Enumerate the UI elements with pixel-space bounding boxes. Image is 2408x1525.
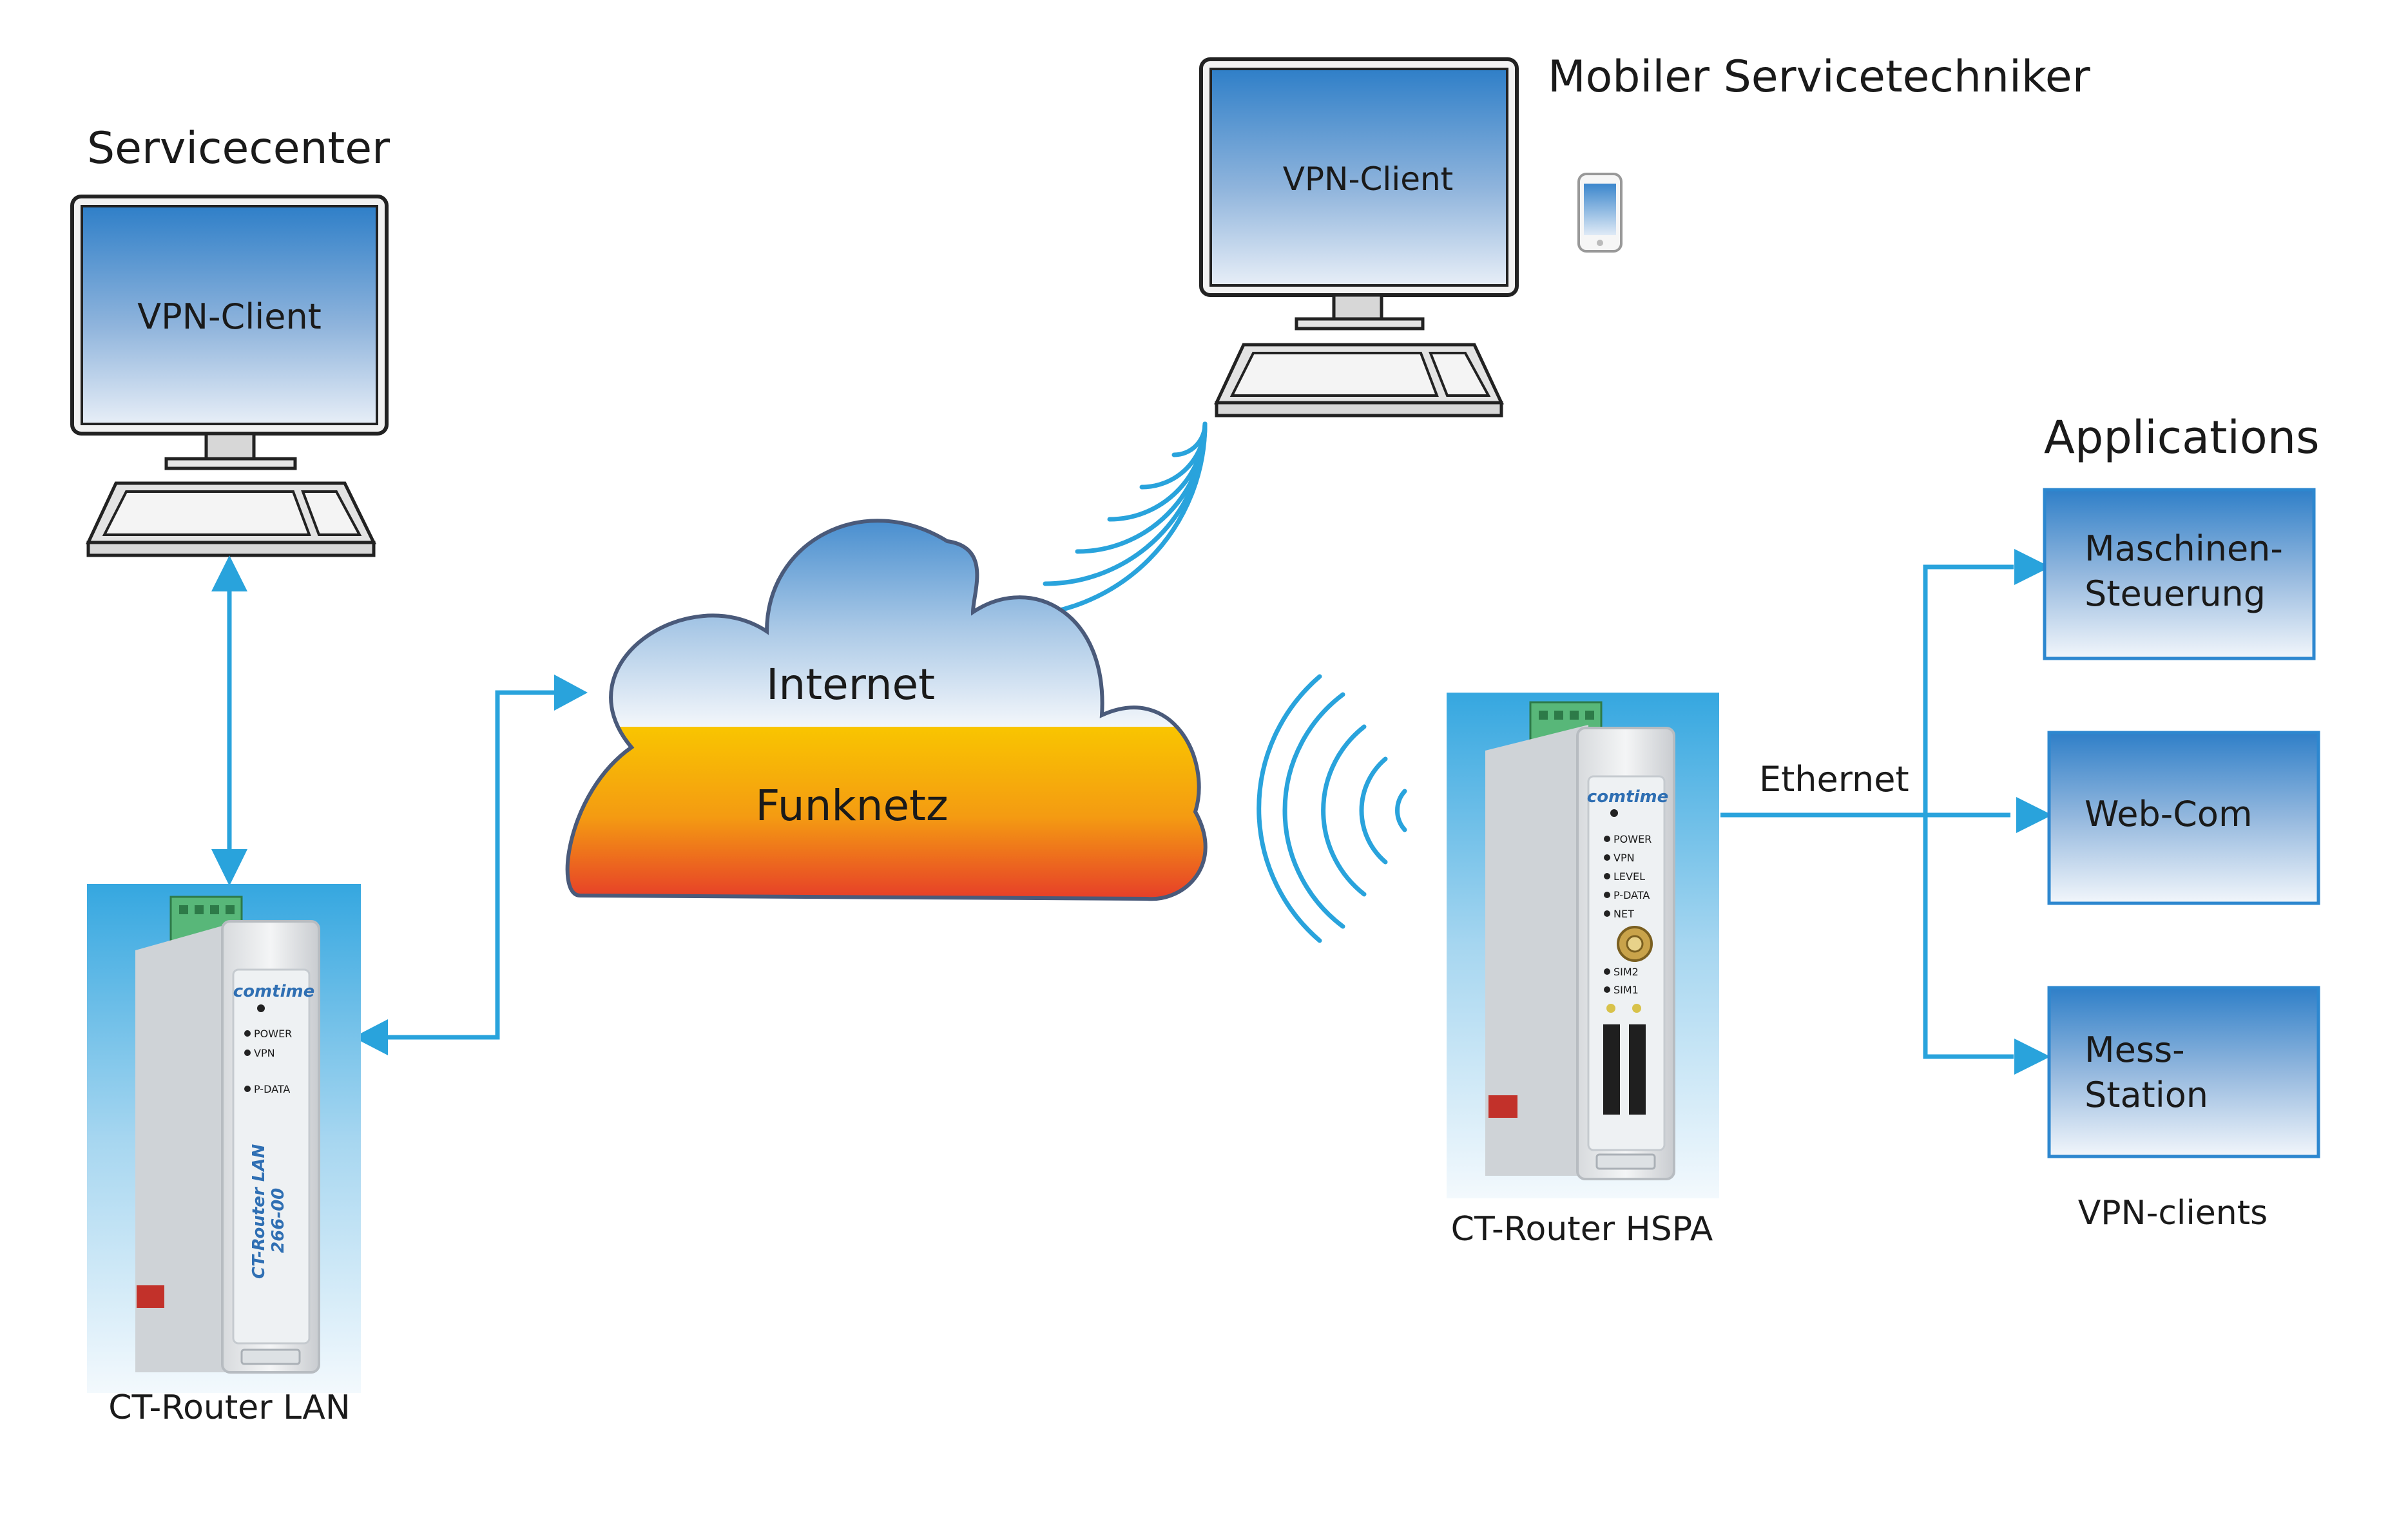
keyboard-keys bbox=[102, 490, 311, 536]
servicecenter-screen-label: VPN-Client bbox=[137, 296, 322, 337]
antenna-connector-icon bbox=[1617, 926, 1653, 962]
router-hspa: comtime POWER VPN LEVEL P-DATA NET SIM2 … bbox=[1447, 693, 1719, 1249]
router-model-line1: CT-Router LAN bbox=[249, 1144, 269, 1279]
sim-led bbox=[1606, 1004, 1615, 1013]
keyboard-numpad bbox=[1429, 352, 1491, 397]
monitor-screen bbox=[1209, 68, 1508, 287]
monitor-base bbox=[1295, 317, 1425, 331]
wireless-signal-icon bbox=[1010, 421, 1208, 619]
router-front-inner bbox=[1587, 775, 1666, 1151]
router-housing-side bbox=[1485, 725, 1588, 1176]
router-led-label: POWER bbox=[1613, 833, 1652, 845]
app-box-web-com: Web-Com bbox=[2047, 731, 2320, 905]
router-lan: comtime POWER VPN P-DATA CT-Router LAN 2… bbox=[87, 884, 361, 1427]
monitor-base bbox=[164, 457, 297, 470]
router-hspa-caption: CT-Router HSPA bbox=[1451, 1210, 1713, 1249]
router-sim-label: SIM2 bbox=[1613, 966, 1639, 978]
router-bottom-latch bbox=[1595, 1153, 1656, 1170]
router-red-clip bbox=[137, 1285, 164, 1308]
app-label-line1: Mess- bbox=[2085, 1030, 2185, 1070]
arrow-right-icon bbox=[2014, 1039, 2050, 1075]
terminal-screws bbox=[1539, 711, 1594, 720]
mobile-screen-label: VPN-Client bbox=[1283, 160, 1454, 198]
router-brand: comtime bbox=[1587, 787, 1668, 807]
applications: Applications Maschinen- Steuerung Web-Co… bbox=[2043, 411, 2320, 1232]
app-box-mess-station: Mess- Station bbox=[2047, 986, 2320, 1158]
router-sim-label: SIM1 bbox=[1613, 984, 1639, 996]
router-led-label: VPN bbox=[1613, 852, 1635, 864]
sim-labels: SIM2 SIM1 bbox=[1604, 966, 1639, 996]
servicecenter-computer: Servicecenter VPN-Client bbox=[70, 123, 390, 557]
router-housing-side bbox=[135, 921, 238, 1372]
arrow-right-icon bbox=[2014, 549, 2050, 585]
wireless-signal-icon bbox=[1257, 674, 1407, 943]
arrow-up-icon bbox=[211, 555, 247, 591]
router-led-list: POWER VPN P-DATA bbox=[244, 1028, 292, 1095]
arrow-right-icon bbox=[554, 675, 588, 711]
link-app-bus bbox=[1923, 564, 2014, 1059]
arrow-right-icon bbox=[2016, 797, 2052, 833]
router-lan-caption: CT-Router LAN bbox=[108, 1388, 351, 1427]
router-led-label: P-DATA bbox=[254, 1083, 290, 1095]
link-router-cloud bbox=[380, 690, 567, 1040]
sim-slot bbox=[1629, 1024, 1646, 1115]
cloud-funknetz-label: Funknetz bbox=[755, 781, 948, 830]
router-model-line2: 266-00 bbox=[269, 1188, 288, 1253]
smartphone-icon bbox=[1577, 173, 1623, 253]
monitor-neck bbox=[1332, 293, 1383, 323]
vpn-clients-label: VPN-clients bbox=[2078, 1194, 2268, 1232]
router-led-label: POWER bbox=[254, 1028, 292, 1040]
mobile-computer: Mobiler Servicetechniker VPN-Client bbox=[1199, 52, 2090, 417]
sim-led bbox=[1632, 1004, 1641, 1013]
arrow-down-icon bbox=[211, 849, 247, 886]
monitor-neck bbox=[204, 432, 256, 463]
keyboard-front bbox=[86, 541, 376, 557]
keyboard-numpad bbox=[301, 490, 362, 536]
keyboard-keys bbox=[1229, 352, 1439, 397]
router-led-label: NET bbox=[1613, 908, 1634, 920]
sim-slot bbox=[1603, 1024, 1620, 1115]
applications-label: Applications bbox=[2044, 411, 2320, 464]
servicecenter-label: Servicecenter bbox=[87, 123, 390, 174]
monitor-screen bbox=[81, 205, 378, 425]
app-label-line1: Maschinen- bbox=[2085, 528, 2283, 569]
keyboard-front bbox=[1215, 401, 1503, 417]
app-label-line2: Station bbox=[2085, 1075, 2208, 1115]
connections bbox=[227, 564, 2014, 1059]
mobile-technician-label: Mobiler Servicetechniker bbox=[1548, 52, 2090, 102]
router-front-inner bbox=[232, 968, 311, 1345]
app-box-maschinen-steuerung: Maschinen- Steuerung bbox=[2043, 488, 2316, 660]
router-led-label: P-DATA bbox=[1613, 889, 1650, 901]
app-label-line2: Steuerung bbox=[2085, 573, 2266, 614]
router-led-list: POWER VPN LEVEL P-DATA NET bbox=[1604, 833, 1652, 920]
terminal-screws bbox=[179, 905, 235, 914]
arrowheads bbox=[211, 549, 2052, 1075]
router-bottom-latch bbox=[240, 1348, 301, 1365]
arrow-left-icon bbox=[353, 1019, 388, 1055]
router-red-clip bbox=[1488, 1095, 1517, 1118]
app-label-line1: Web-Com bbox=[2085, 794, 2253, 834]
router-brand: comtime bbox=[233, 982, 314, 1001]
ethernet-label: Ethernet bbox=[1759, 759, 1909, 800]
router-led-label: LEVEL bbox=[1613, 870, 1645, 883]
cloud-internet-label: Internet bbox=[766, 660, 935, 709]
router-led-label: VPN bbox=[254, 1047, 275, 1059]
